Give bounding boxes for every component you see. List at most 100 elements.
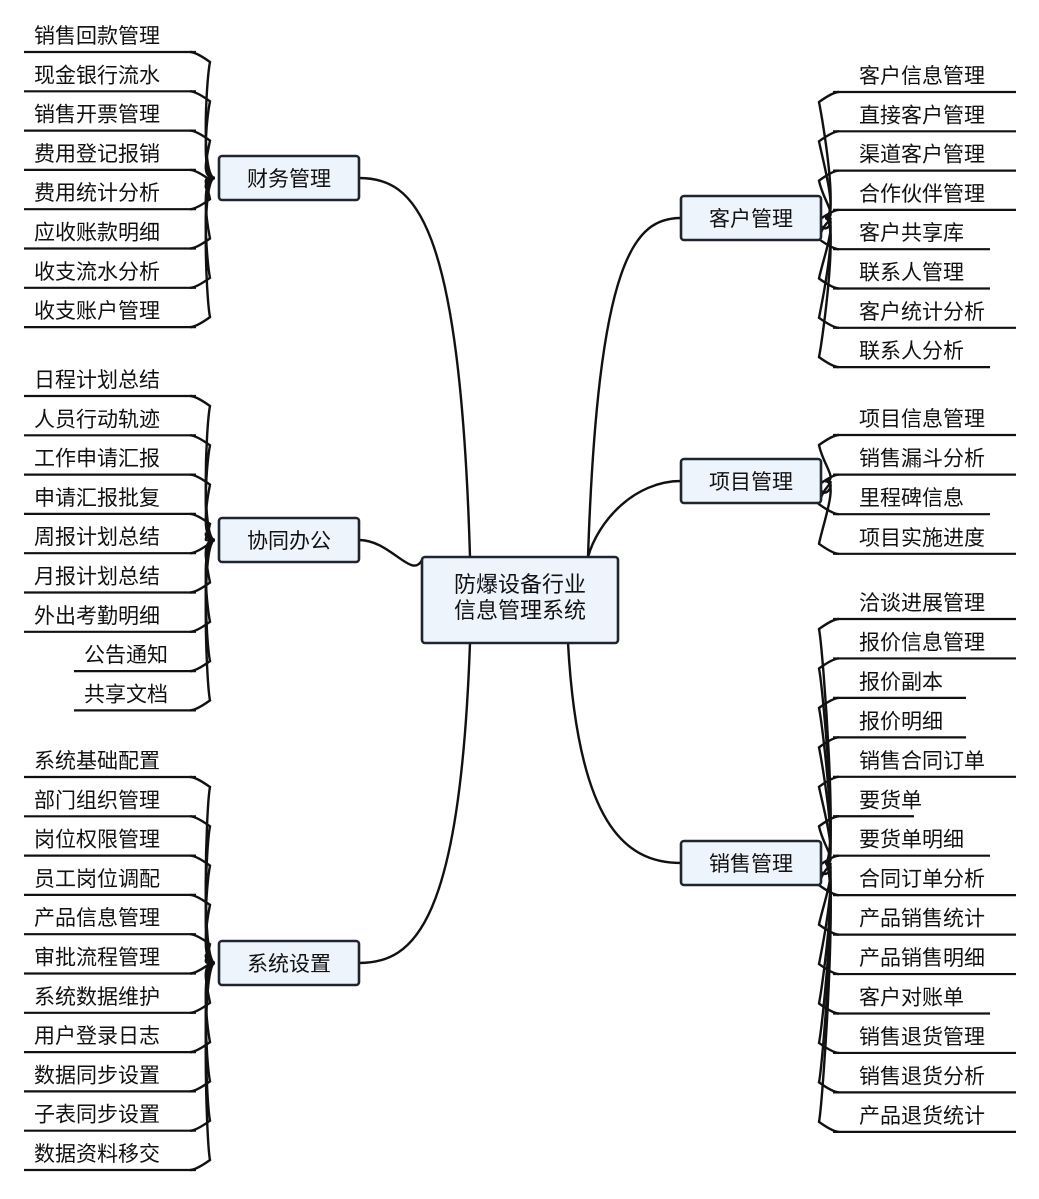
central-topic-line: 信息管理系统 <box>454 599 586 624</box>
sales-topic-label: 销售管理 <box>709 852 793 876</box>
customer-main-link <box>586 216 682 558</box>
finance-topic-label: 财务管理 <box>247 167 331 191</box>
office-leaf-link <box>189 538 217 712</box>
finance-leaf-item[interactable]: 销售开票管理 <box>34 103 160 127</box>
finance-leaf-item[interactable]: 销售回款管理 <box>34 24 160 48</box>
settings-leaf-item[interactable]: 部门组织管理 <box>34 788 160 812</box>
sales-leaf-item[interactable]: 产品退货统计 <box>859 1104 985 1128</box>
customer-topic[interactable]: 客户管理 <box>679 194 823 242</box>
finance-leaf-link <box>189 176 216 289</box>
settings-leaf-item[interactable]: 系统基础配置 <box>34 749 160 773</box>
sales-leaf-item[interactable]: 报价明细 <box>859 709 943 733</box>
finance-main-link <box>358 176 472 558</box>
customer-leaf-item[interactable]: 客户统计分析 <box>859 300 985 324</box>
sales-leaf-link <box>817 861 840 1134</box>
office-leaf-item[interactable]: 月报计划总结 <box>34 565 160 589</box>
office-leaf-item[interactable]: 公告通知 <box>84 643 168 667</box>
sales-leaf-item[interactable]: 合同订单分析 <box>859 867 985 891</box>
settings-leaf-link <box>189 961 217 1172</box>
office-topic-label: 协同办公 <box>247 529 331 553</box>
customer-leaf-link <box>817 216 840 369</box>
settings-leaf-item[interactable]: 用户登录日志 <box>34 1024 160 1048</box>
sales-leaf-item[interactable]: 客户对账单 <box>859 986 964 1010</box>
office-leaf-item[interactable]: 日程计划总结 <box>34 368 160 392</box>
finance-leaf-link <box>189 50 216 180</box>
office-leaf-item[interactable]: 共享文档 <box>84 682 168 706</box>
customer-leaf-item[interactable]: 合作伙伴管理 <box>859 182 985 206</box>
finance-leaf-item[interactable]: 收支流水分析 <box>34 260 160 284</box>
settings-leaf-link <box>189 815 216 965</box>
finance-leaf-item[interactable]: 应收账款明细 <box>34 221 160 245</box>
office-leaf-item[interactable]: 外出考勤明细 <box>34 604 160 628</box>
customer-leaf-link <box>817 130 840 220</box>
sales-topic[interactable]: 销售管理 <box>679 839 823 887</box>
sales-leaf-item[interactable]: 报价副本 <box>859 670 943 694</box>
finance-leaf-item[interactable]: 费用登记报销 <box>34 142 160 166</box>
finance-topic-box <box>217 154 361 202</box>
project-leaf-item[interactable]: 里程碑信息 <box>859 486 964 510</box>
settings-leaf-item[interactable]: 岗位权限管理 <box>34 828 160 852</box>
links-layer <box>24 50 1016 1172</box>
sales-leaf-item[interactable]: 销售退货管理 <box>859 1025 985 1049</box>
settings-leaf-link <box>189 854 216 965</box>
settings-topic-box <box>217 939 361 987</box>
customer-topic-label: 客户管理 <box>709 207 793 231</box>
office-leaf-item[interactable]: 工作申请汇报 <box>34 447 160 471</box>
settings-leaf-item[interactable]: 员工岗位调配 <box>34 867 160 891</box>
customer-leaf-item[interactable]: 联系人分析 <box>859 339 964 363</box>
project-leaf-item[interactable]: 项目实施进度 <box>859 526 985 550</box>
office-leaf-link <box>189 538 216 673</box>
settings-leaf-item[interactable]: 子表同步设置 <box>34 1103 160 1127</box>
finance-leaf-link <box>189 176 216 329</box>
settings-leaf-item[interactable]: 数据资料移交 <box>34 1142 160 1166</box>
project-leaf-item[interactable]: 项目信息管理 <box>859 407 985 431</box>
customer-leaf-item[interactable]: 渠道客户管理 <box>859 143 985 167</box>
finance-leaf-item[interactable]: 费用统计分析 <box>34 181 160 205</box>
office-topic-box <box>217 516 361 564</box>
settings-leaf-item[interactable]: 数据同步设置 <box>34 1063 160 1087</box>
office-main-link <box>358 538 424 567</box>
project-topic[interactable]: 项目管理 <box>679 457 823 505</box>
central-topic-line: 防爆设备行业 <box>454 573 586 598</box>
settings-main-link <box>358 642 472 965</box>
sales-leaf-item[interactable]: 要货单 <box>859 788 922 812</box>
sales-leaf-item[interactable]: 洽谈进展管理 <box>859 591 985 615</box>
central-topic-box <box>420 555 620 645</box>
customer-leaf-item[interactable]: 客户信息管理 <box>859 64 985 88</box>
customer-leaf-item[interactable]: 客户共享库 <box>859 221 964 245</box>
project-topic-label: 项目管理 <box>709 470 793 494</box>
customer-leaf-item[interactable]: 联系人管理 <box>859 261 964 285</box>
settings-topic-label: 系统设置 <box>247 952 331 976</box>
office-leaf-item[interactable]: 申请汇报批复 <box>34 486 160 510</box>
sales-leaf-item[interactable]: 销售合同订单 <box>859 749 985 773</box>
settings-leaf-link <box>189 893 216 965</box>
sales-leaf-item[interactable]: 报价信息管理 <box>859 630 985 654</box>
settings-leaf-item[interactable]: 产品信息管理 <box>34 906 160 930</box>
office-leaf-link <box>189 473 216 542</box>
finance-topic[interactable]: 财务管理 <box>217 154 361 202</box>
finance-leaf-item[interactable]: 收支账户管理 <box>34 299 160 323</box>
project-topic-box <box>679 457 823 505</box>
sales-leaf-item[interactable]: 要货单明细 <box>859 828 964 852</box>
project-main-link <box>586 479 682 558</box>
sales-leaf-item[interactable]: 销售退货分析 <box>859 1064 985 1088</box>
sales-leaf-item[interactable]: 产品销售明细 <box>859 946 985 970</box>
settings-leaf-item[interactable]: 审批流程管理 <box>34 946 160 970</box>
settings-leaf-item[interactable]: 系统数据维护 <box>34 985 160 1009</box>
sales-leaf-item[interactable]: 产品销售统计 <box>859 907 985 931</box>
customer-leaf-item[interactable]: 直接客户管理 <box>859 103 985 127</box>
project-leaf-item[interactable]: 销售漏斗分析 <box>859 447 985 471</box>
finance-leaf-link <box>189 176 216 250</box>
office-leaf-item[interactable]: 人员行动轨迹 <box>34 407 160 431</box>
sales-topic-box <box>679 839 823 887</box>
finance-leaf-link <box>189 90 216 180</box>
office-topic[interactable]: 协同办公 <box>217 516 361 564</box>
office-leaf-item[interactable]: 周报计划总结 <box>34 525 160 549</box>
office-leaf-link <box>189 434 216 542</box>
finance-leaf-item[interactable]: 现金银行流水 <box>34 63 160 87</box>
settings-topic[interactable]: 系统设置 <box>217 939 361 987</box>
